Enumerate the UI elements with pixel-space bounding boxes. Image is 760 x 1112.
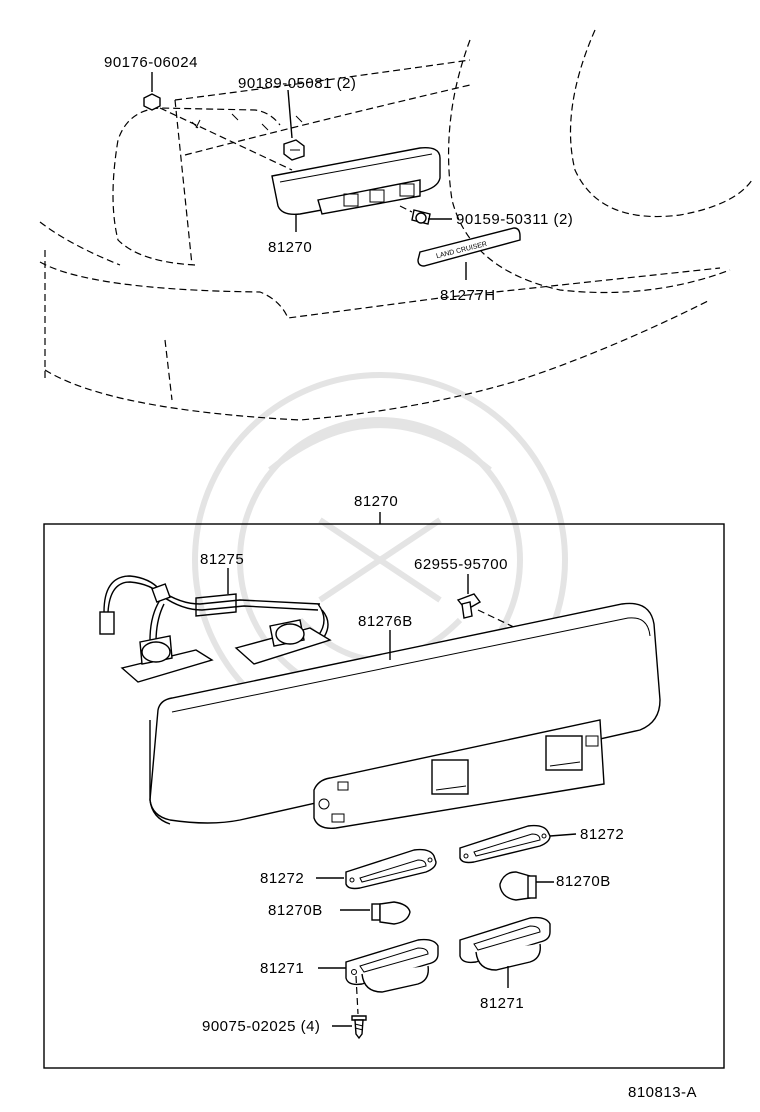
- license-lamp-assembly-small[interactable]: [271, 147, 441, 216]
- emblem-81277h[interactable]: LAND CRUISER: [417, 227, 521, 267]
- leader-81272-r: [549, 833, 577, 837]
- label-90159[interactable]: 90159-50311 (2): [456, 211, 573, 228]
- screw-90159[interactable]: [399, 205, 431, 225]
- bulb-81270b-left[interactable]: [371, 901, 411, 925]
- label-81272-r[interactable]: 81272: [580, 826, 624, 843]
- label-81270b-l[interactable]: 81270B: [268, 902, 323, 919]
- wiring-harness-81275[interactable]: [99, 575, 332, 683]
- clip-62955[interactable]: [456, 593, 482, 619]
- label-81271-l[interactable]: 81271: [260, 960, 304, 977]
- label-81275[interactable]: 81275: [200, 551, 244, 568]
- exploded-view-frame: [43, 523, 725, 1069]
- label-90189[interactable]: 90189-05081 (2): [238, 75, 356, 92]
- label-62955[interactable]: 62955-95700: [414, 556, 508, 573]
- gasket-81272-right[interactable]: [459, 824, 551, 864]
- label-81270b-r[interactable]: 81270B: [556, 873, 611, 890]
- diagram-id: 810813-A: [628, 1084, 697, 1101]
- screw-90075[interactable]: [351, 975, 367, 1040]
- label-81270-box[interactable]: 81270: [354, 493, 398, 510]
- lens-cover-81271-left[interactable]: [345, 938, 439, 993]
- label-90075[interactable]: 90075-02025 (4): [202, 1018, 320, 1035]
- label-90176[interactable]: 90176-06024: [104, 54, 198, 71]
- label-81272-l[interactable]: 81272: [260, 870, 304, 887]
- lens-cover-81271-right[interactable]: [459, 916, 551, 971]
- label-81271-r[interactable]: 81271: [480, 995, 524, 1012]
- leader-90189: [287, 89, 293, 139]
- nut-90176[interactable]: [143, 93, 161, 111]
- bulb-81270b-right[interactable]: [499, 871, 537, 901]
- clip-90189[interactable]: [283, 139, 305, 161]
- label-81270-top[interactable]: 81270: [268, 239, 312, 256]
- leader-nut-path: [159, 107, 293, 171]
- label-81277h[interactable]: 81277H: [440, 287, 496, 304]
- lamp-housing-81276b[interactable]: [149, 602, 661, 829]
- label-81276b[interactable]: 81276B: [358, 613, 413, 630]
- gasket-81272-left[interactable]: [345, 848, 437, 890]
- vehicle-rear-view: [39, 29, 753, 421]
